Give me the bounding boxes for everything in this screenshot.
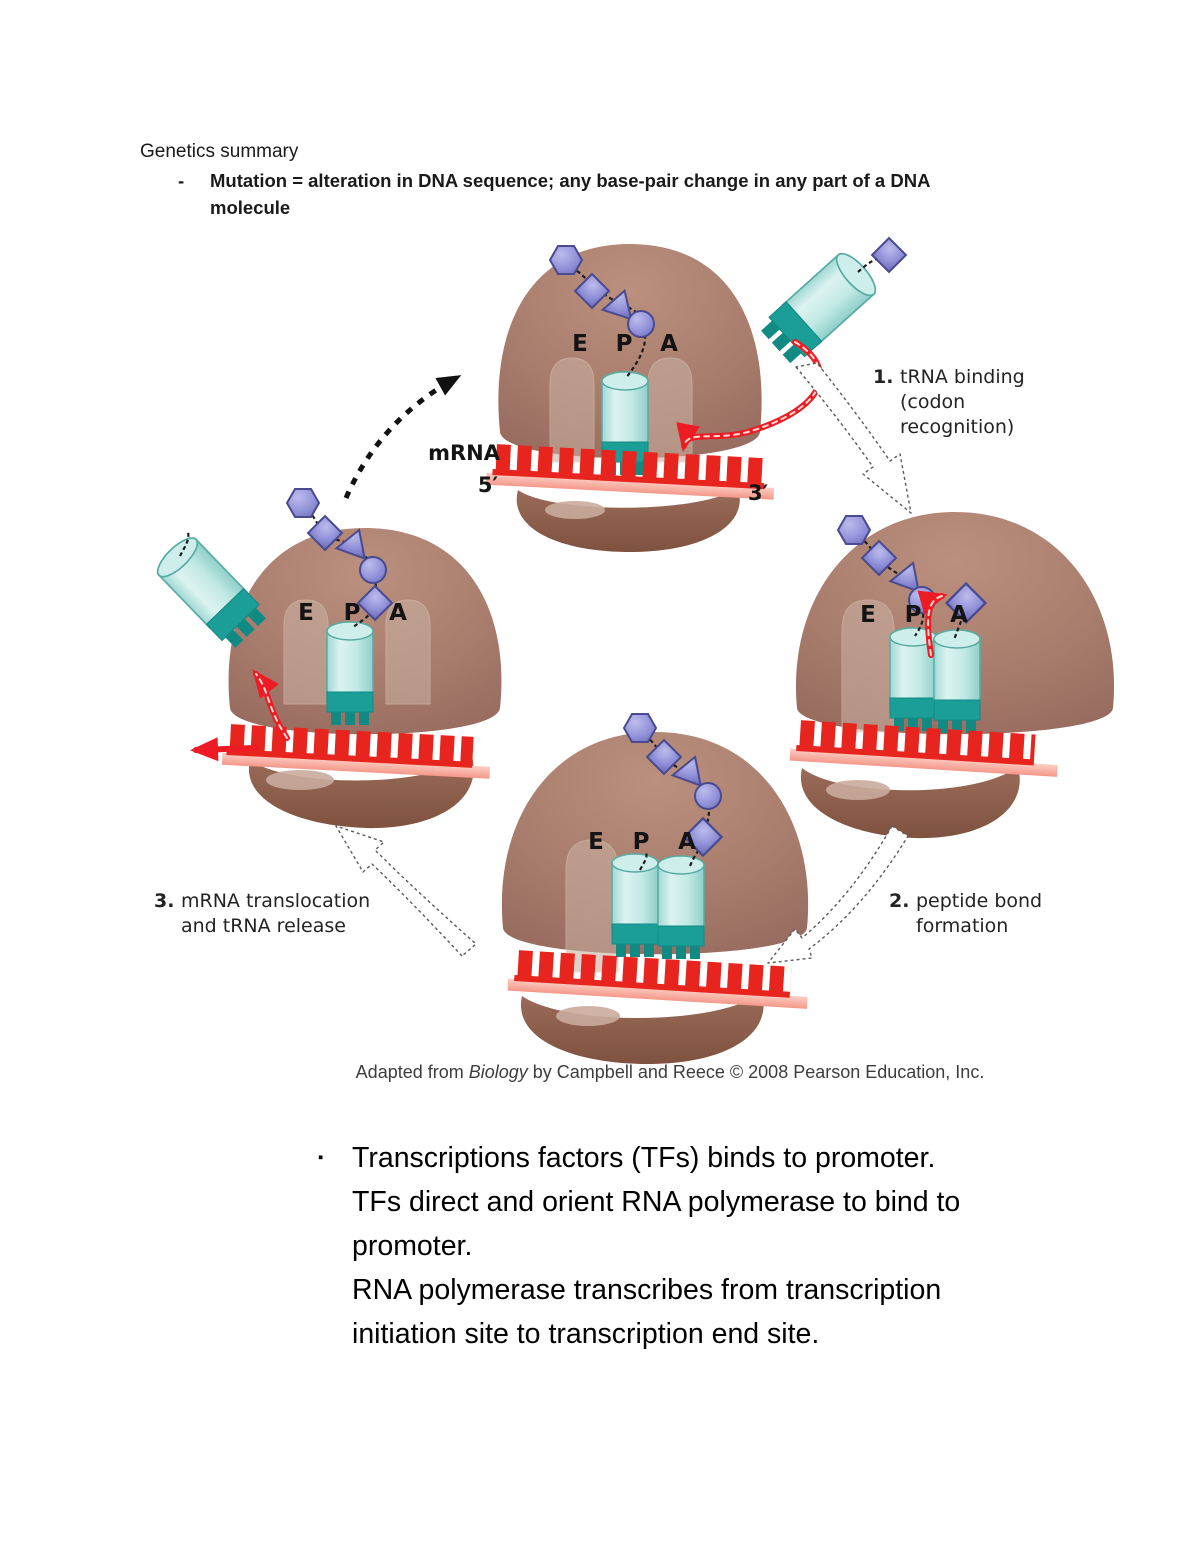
svg-text:formation: formation	[916, 915, 1008, 937]
small-subunit	[520, 992, 764, 1064]
e-site-label: E	[860, 602, 876, 628]
step-2-label: 2. peptide bond formation	[889, 890, 1042, 937]
cycle-arrow-step2	[767, 825, 909, 964]
notes-line: RNA polymerase transcribes from transcri…	[352, 1274, 942, 1306]
mrna-translocation-arrow	[190, 737, 259, 762]
svg-text:2.: 2.	[889, 890, 909, 912]
attribution-prefix: Adapted from	[355, 1062, 469, 1082]
notes-line: TFs direct and orient RNA polymerase to …	[352, 1186, 961, 1218]
svg-text:mRNA translocation: mRNA translocation	[181, 890, 370, 912]
amino-acid-hexagon	[549, 245, 583, 275]
p-site-label: P	[616, 331, 633, 357]
notes-line: Transcriptions factors (TFs) binds to pr…	[352, 1142, 936, 1174]
amino-acid-circle	[694, 782, 722, 810]
notes-line: promoter.	[352, 1230, 473, 1262]
e-site-label: E	[588, 829, 604, 855]
notes-bullet-marker: ▪	[318, 1149, 324, 1166]
svg-text:3.: 3.	[154, 890, 174, 912]
small-subunit	[248, 756, 474, 829]
five-prime-label: 5′	[478, 473, 499, 497]
step-3-label: 3. mRNA translocation and tRNA release	[154, 890, 370, 937]
e-site-slot	[565, 839, 619, 973]
figure-attribution: Adapted from Biology by Campbell and Ree…	[140, 1062, 1200, 1083]
small-subunit-highlight	[556, 1006, 620, 1026]
amino-acid-hexagon	[286, 488, 320, 518]
p-site-label: P	[905, 602, 922, 628]
step-1-label: 1. tRNA binding (codon recognition)	[873, 366, 1025, 438]
ribosome-bottom: E P A	[501, 713, 809, 1064]
a-site-label: A	[950, 602, 968, 628]
mrna-strand	[221, 724, 491, 779]
page-title: Genetics summary	[140, 141, 299, 162]
svg-text:recognition): recognition)	[900, 416, 1014, 438]
cycle-arrow-step1	[795, 362, 912, 514]
svg-text:peptide bond: peptide bond	[916, 890, 1042, 912]
three-prime-label: 3′	[748, 481, 769, 505]
a-site-label: A	[660, 331, 678, 357]
a-site-trna	[657, 855, 705, 960]
ribosome-left: E P A	[151, 488, 502, 829]
p-site-trna	[611, 853, 659, 958]
transcription-notes: Transcriptions factors (TFs) binds to pr…	[352, 1136, 1112, 1356]
p-site-label: P	[633, 829, 650, 855]
released-trna	[151, 531, 271, 652]
ribosome-top: E P A	[485, 244, 775, 552]
recycle-dashed-arrow	[343, 375, 462, 499]
notes-line: initiation site to transcription end sit…	[352, 1318, 820, 1350]
ribosome-right: E P A	[789, 512, 1115, 839]
small-subunit-highlight	[266, 770, 334, 790]
e-site-label: E	[298, 600, 314, 626]
cycle-arrow-step3	[335, 825, 477, 957]
mrna-strand	[485, 444, 775, 500]
amino-acid-hexagon	[623, 713, 657, 743]
p-site-trna	[326, 621, 374, 726]
p-site-label: P	[344, 600, 361, 626]
bullet-dash: -	[178, 170, 185, 191]
attribution-suffix: by Campbell and Reece © 2008 Pearson Edu…	[527, 1062, 985, 1082]
mutation-definition-line1: Mutation = alteration in DNA sequence; a…	[210, 170, 931, 191]
small-subunit	[800, 766, 1020, 839]
svg-text:tRNA binding: tRNA binding	[900, 366, 1025, 388]
a-site-label: A	[678, 829, 696, 855]
svg-text:(codon: (codon	[900, 391, 965, 413]
amino-acid-hexagon	[837, 515, 871, 545]
a-site-trna	[933, 629, 981, 734]
svg-text:and tRNA release: and tRNA release	[181, 915, 346, 937]
mrna-label: mRNA	[428, 441, 501, 465]
small-subunit	[516, 488, 740, 552]
amino-acid-circle	[359, 556, 387, 584]
e-site-label: E	[572, 331, 588, 357]
small-subunit-highlight	[826, 780, 890, 800]
a-site-label: A	[389, 600, 407, 626]
attribution-book-title: Biology	[468, 1062, 528, 1082]
mrna-strand	[507, 950, 808, 1009]
e-site-slot	[549, 357, 595, 463]
incoming-trna	[757, 237, 907, 368]
small-subunit-highlight	[545, 501, 605, 519]
svg-text:1.: 1.	[873, 366, 893, 388]
amino-acid-diamond	[871, 237, 907, 273]
mrna-strand	[789, 720, 1058, 777]
mutation-definition-line2: molecule	[210, 197, 291, 218]
